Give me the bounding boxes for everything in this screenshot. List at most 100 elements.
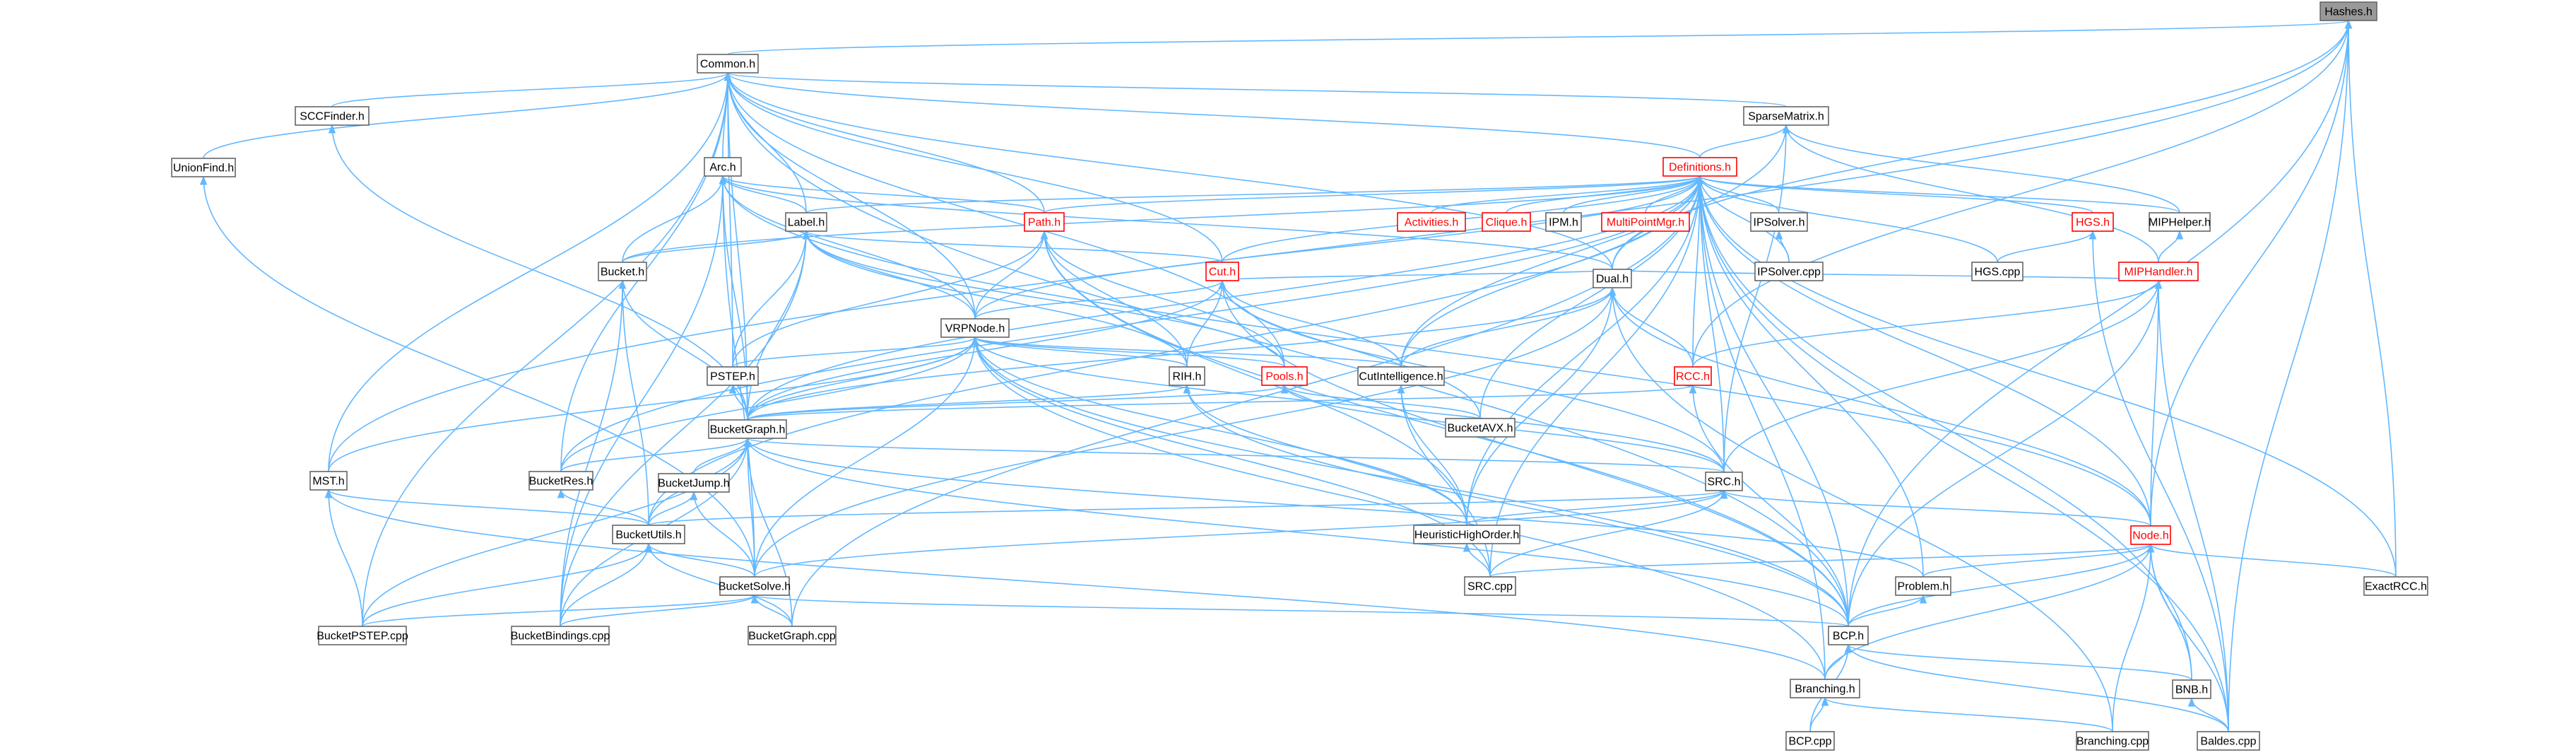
edge-definitions-to-common — [727, 72, 1701, 158]
node-label: RCC.h — [1676, 371, 1710, 383]
node-definitions[interactable]: Definitions.h — [1662, 157, 1737, 177]
edge-bucketavx-to-pools — [1284, 385, 1481, 419]
edge-dual-to-hashes — [1612, 20, 2349, 270]
node-activities[interactable]: Activities.h — [1397, 212, 1466, 232]
arrowhead-branchingcpp-to-dual — [1608, 286, 1617, 296]
node-clique[interactable]: Clique.h — [1482, 212, 1531, 232]
edge-bucketh-to-label — [622, 230, 807, 263]
node-box — [2172, 679, 2211, 699]
node-multipointmgr[interactable]: MultiPointMgr.h — [1601, 212, 1690, 232]
node-box — [295, 106, 370, 126]
node-bcph[interactable]: BCP.h — [1828, 626, 1869, 645]
node-label: BucketSolve.h — [719, 581, 791, 593]
node-label: IPSolver.cpp — [1757, 267, 1821, 279]
node-miphelper[interactable]: MIPHelper.h — [2149, 212, 2211, 232]
node-box — [1169, 366, 1205, 386]
node-label: IPSolver.h — [1754, 217, 1805, 229]
node-dual[interactable]: Dual.h — [1593, 269, 1632, 288]
node-exactrcc[interactable]: ExactRCC.h — [2363, 576, 2428, 596]
node-bucketpstepcpp[interactable]: BucketPSTEP.cpp — [317, 626, 408, 645]
node-box — [708, 419, 787, 439]
node-bucketavx[interactable]: BucketAVX.h — [1445, 418, 1516, 438]
edge-miphandler-to-miphelper — [2158, 230, 2180, 263]
node-ipsolverh[interactable]: IPSolver.h — [1750, 212, 1808, 232]
edge-bucketgraph-to-bucketh — [622, 280, 748, 421]
node-problem[interactable]: Problem.h — [1895, 576, 1951, 596]
node-common[interactable]: Common.h — [697, 54, 759, 74]
edge-bcph-to-definitions — [1699, 175, 1849, 627]
node-bucketh[interactable]: Bucket.h — [598, 262, 647, 281]
edge-bucketres-to-vrpnode — [560, 336, 976, 472]
node-box — [1971, 262, 2023, 281]
node-bucketres[interactable]: BucketRes.h — [528, 471, 593, 491]
node-nodeh[interactable]: Node.h — [2130, 525, 2171, 545]
edge-rcc-to-definitions — [1692, 175, 1701, 368]
node-bucketgraph[interactable]: BucketGraph.h — [708, 419, 787, 439]
node-sparsematrix[interactable]: SparseMatrix.h — [1743, 106, 1829, 126]
edge-branchingh-to-vrpnode — [974, 336, 1826, 680]
edge-bucketpstepcpp-to-bucketgraph — [362, 438, 748, 627]
node-bucketjump[interactable]: BucketJump.h — [658, 473, 730, 493]
arrowhead-bucketsolve-to-unionfind — [199, 175, 208, 185]
node-box — [309, 471, 348, 491]
edge-srccpp-to-srch — [1489, 490, 1725, 578]
node-unionfind[interactable]: UnionFind.h — [171, 158, 236, 177]
edge-msth-to-hashes — [328, 20, 2349, 472]
edge-rih-to-vrpnode — [974, 336, 1188, 368]
node-bucketbindings[interactable]: BucketBindings.cpp — [511, 626, 610, 645]
node-box — [2149, 212, 2211, 232]
node-branchingh[interactable]: Branching.h — [1790, 679, 1860, 698]
node-rih[interactable]: RIH.h — [1169, 366, 1205, 386]
node-miphandler[interactable]: MIPHandler.h — [2118, 262, 2199, 281]
node-bnbh[interactable]: BNB.h — [2172, 679, 2211, 699]
edge-bucketsolve-to-bucketjump — [693, 491, 755, 578]
node-srccpp[interactable]: SRC.cpp — [1464, 576, 1516, 596]
edge-heuristichighorder-to-srch — [1466, 490, 1725, 526]
node-cutintelligence[interactable]: CutIntelligence.h — [1357, 366, 1445, 386]
node-label: Common.h — [700, 59, 755, 71]
node-box — [171, 158, 236, 177]
node-bucketsolve[interactable]: BucketSolve.h — [719, 576, 791, 596]
node-srch[interactable]: SRC.h — [1705, 472, 1743, 491]
node-hgsh[interactable]: HGS.h — [2072, 212, 2114, 232]
edge-bcph-to-bucketgraph — [747, 438, 1849, 627]
node-path[interactable]: Path.h — [1024, 212, 1065, 232]
node-heuristichighorder[interactable]: HeuristicHighOrder.h — [1413, 525, 1520, 544]
node-rcc[interactable]: RCC.h — [1674, 366, 1712, 386]
edge-sccfinder-to-common — [331, 72, 728, 107]
edge-cut-to-common — [727, 72, 1223, 263]
node-baldes[interactable]: Baldes.cpp — [2197, 731, 2260, 751]
node-msth[interactable]: MST.h — [309, 471, 348, 491]
node-sccfinder[interactable]: SCCFinder.h — [295, 106, 370, 126]
edge-dual-to-common — [727, 72, 1613, 270]
node-ipm[interactable]: IPM.h — [1545, 212, 1582, 232]
node-box — [612, 525, 685, 544]
edge-bucketsolve-to-bucketutils — [648, 543, 755, 578]
node-pstep[interactable]: PSTEP.h — [707, 366, 759, 386]
node-label: BCP.cpp — [1788, 736, 1831, 748]
node-ipsolvercpp[interactable]: IPSolver.cpp — [1754, 262, 1824, 281]
edge-vrpnode-to-cut — [974, 280, 1223, 320]
node-hashes[interactable]: Hashes.h — [2320, 1, 2377, 21]
node-arc[interactable]: Arc.h — [704, 157, 742, 177]
node-hgscpp[interactable]: HGS.cpp — [1971, 262, 2023, 281]
node-bucketgraphcpp[interactable]: BucketGraph.cpp — [748, 626, 837, 645]
node-label: BucketJump.h — [658, 478, 729, 490]
node-bcpcpp[interactable]: BCP.cpp — [1785, 731, 1835, 751]
node-vrpnode[interactable]: VRPNode.h — [940, 318, 1010, 338]
node-box — [940, 318, 1010, 338]
edge-bucketutils-to-srch — [648, 490, 1725, 526]
edge-pstep-to-vrpnode — [732, 336, 976, 368]
node-box — [1662, 157, 1737, 177]
node-label: ExactRCC.h — [2365, 581, 2427, 593]
arrowhead-bucketres-to-vrpnode — [971, 336, 979, 346]
node-cut[interactable]: Cut.h — [1205, 262, 1239, 281]
arrowhead-bucketbindings-to-bucketh — [618, 279, 627, 289]
node-branchingcpp[interactable]: Branching.cpp — [2076, 731, 2149, 751]
node-box — [1790, 679, 1860, 698]
edge-pools-to-path — [1044, 230, 1285, 368]
edge-common-to-hashes — [727, 20, 2349, 55]
node-pools[interactable]: Pools.h — [1261, 366, 1308, 386]
node-label[interactable]: Label.h — [785, 212, 827, 232]
node-bucketutils[interactable]: BucketUtils.h — [612, 525, 685, 544]
